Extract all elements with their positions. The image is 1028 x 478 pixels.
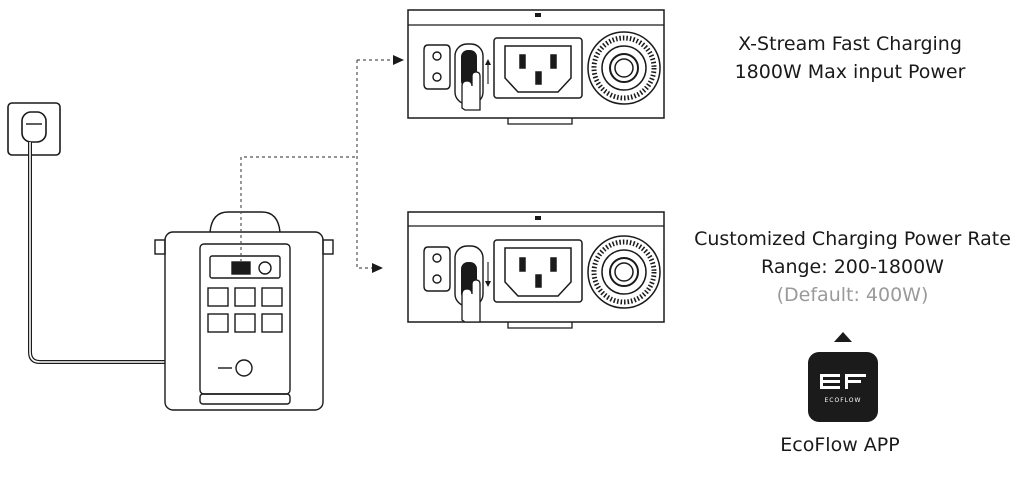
wall-outlet-icon <box>7 102 61 156</box>
arrow-down-icon <box>485 262 491 287</box>
app-tile-wordmark: ECOFLOW <box>824 397 862 404</box>
arrow-up-icon <box>485 59 491 84</box>
mount-screws <box>423 44 451 90</box>
hand-pointer-icon <box>461 71 481 111</box>
ecoflow-logo-icon <box>820 374 866 389</box>
fast-charging-caption: X-Stream Fast Charging 1800W Max input P… <box>700 30 1000 86</box>
arrow-to-bottom-panel <box>372 263 383 273</box>
ac-inlet-icon <box>493 239 583 303</box>
ecoflow-app-icon: ECOFLOW <box>808 352 878 422</box>
anderson-port-icon <box>587 235 661 309</box>
anderson-port-icon <box>587 31 661 105</box>
mount-screws <box>423 246 451 292</box>
fast-charging-title: X-Stream Fast Charging <box>738 33 962 55</box>
arrow-to-top-panel <box>393 55 404 65</box>
hand-pointer-icon <box>461 279 481 323</box>
custom-charging-title: Customized Charging Power Rate <box>694 228 1011 250</box>
power-range: Range: 200-1800W <box>761 256 944 278</box>
ac-inlet-icon <box>493 37 583 99</box>
power-station-icon <box>154 211 334 411</box>
bottom-charging-panel <box>407 211 665 329</box>
arrow-up-to-caption <box>834 332 852 342</box>
default-power: (Default: 400W) <box>776 284 929 306</box>
top-charging-panel <box>407 9 665 125</box>
custom-charging-caption: Customized Charging Power Rate Range: 20… <box>680 225 1025 309</box>
dashed-link-lines <box>240 59 393 269</box>
ecoflow-app-caption: EcoFlow APP <box>780 434 900 456</box>
max-input-power: 1800W Max input Power <box>734 61 966 83</box>
